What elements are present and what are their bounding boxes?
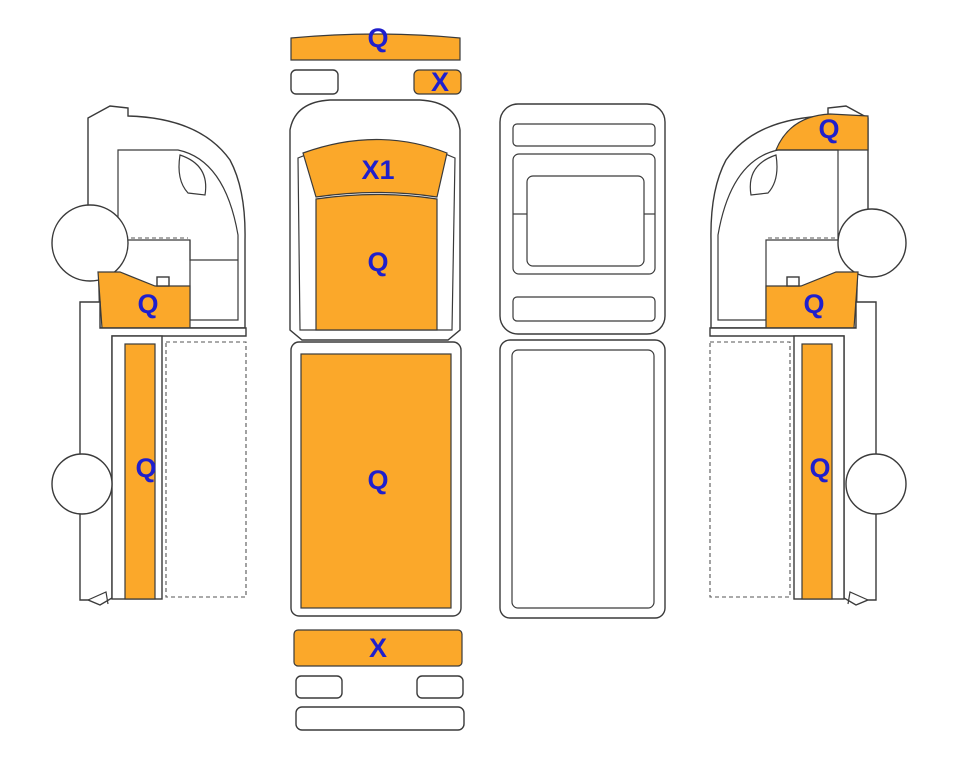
zone-label-rear-bumper: X [369, 633, 387, 663]
zone-rear-bumper[interactable] [293, 629, 463, 667]
zone-label-roof-top-strip: Q [367, 23, 388, 53]
left-mudflap [87, 591, 109, 605]
zone-label-right-cab-top: Q [818, 114, 839, 144]
zone-label-left-cab-door: Q [137, 289, 158, 319]
zone-right-cab-top[interactable] [775, 113, 869, 151]
underside-view [499, 103, 666, 619]
underside-body-inner [511, 349, 655, 609]
left-front-wheel [51, 204, 129, 282]
underside-cab-outline [499, 103, 666, 335]
right-cargo-outline [709, 341, 791, 598]
underside-engine-inner [526, 175, 645, 267]
right-rear-wheel [845, 453, 907, 515]
taillight-right [416, 675, 464, 699]
zone-label-right-body-side: Q [809, 453, 830, 483]
underside-front-panel [512, 123, 656, 147]
zone-windshield[interactable] [302, 138, 448, 198]
top-view: Q X X1 Q Q X [289, 23, 465, 731]
right-side-view: Q Q Q [709, 105, 907, 606]
taillight-left [295, 675, 343, 699]
headlight-left [290, 69, 339, 95]
right-mirror [749, 154, 778, 196]
zone-roof-main[interactable] [300, 353, 452, 609]
rear-step [295, 706, 465, 731]
right-door-handle [786, 276, 800, 287]
zone-hood[interactable] [315, 193, 438, 331]
left-chassis [79, 301, 247, 606]
underside-rear-panel [512, 296, 656, 322]
left-door-handle [156, 276, 170, 287]
zone-right-body-side[interactable] [801, 343, 833, 600]
right-mudflap [847, 591, 869, 605]
zone-label-hood: Q [367, 247, 388, 277]
zone-label-roof-small-right: X [431, 67, 449, 97]
left-rear-wheel [51, 453, 113, 515]
zone-label-right-cab-door: Q [803, 289, 824, 319]
underside-body-outline [499, 339, 666, 619]
zone-label-roof-main: Q [367, 465, 388, 495]
left-door-line [189, 240, 238, 261]
left-cab-window [117, 149, 239, 321]
right-cab-window [717, 149, 839, 321]
zone-label-left-body-side: Q [135, 453, 156, 483]
left-cargo-outline [165, 341, 247, 598]
zone-roof-top-strip[interactable] [290, 33, 461, 61]
zone-label-windshield: X1 [361, 155, 394, 185]
right-chassis [709, 301, 877, 606]
right-front-wheel [837, 208, 907, 278]
left-cab-outline [87, 105, 246, 329]
zone-left-body-side[interactable] [124, 343, 156, 600]
zone-roof-small-right[interactable] [413, 69, 462, 95]
left-mirror [178, 154, 207, 196]
left-side-view: Q Q [51, 105, 247, 606]
